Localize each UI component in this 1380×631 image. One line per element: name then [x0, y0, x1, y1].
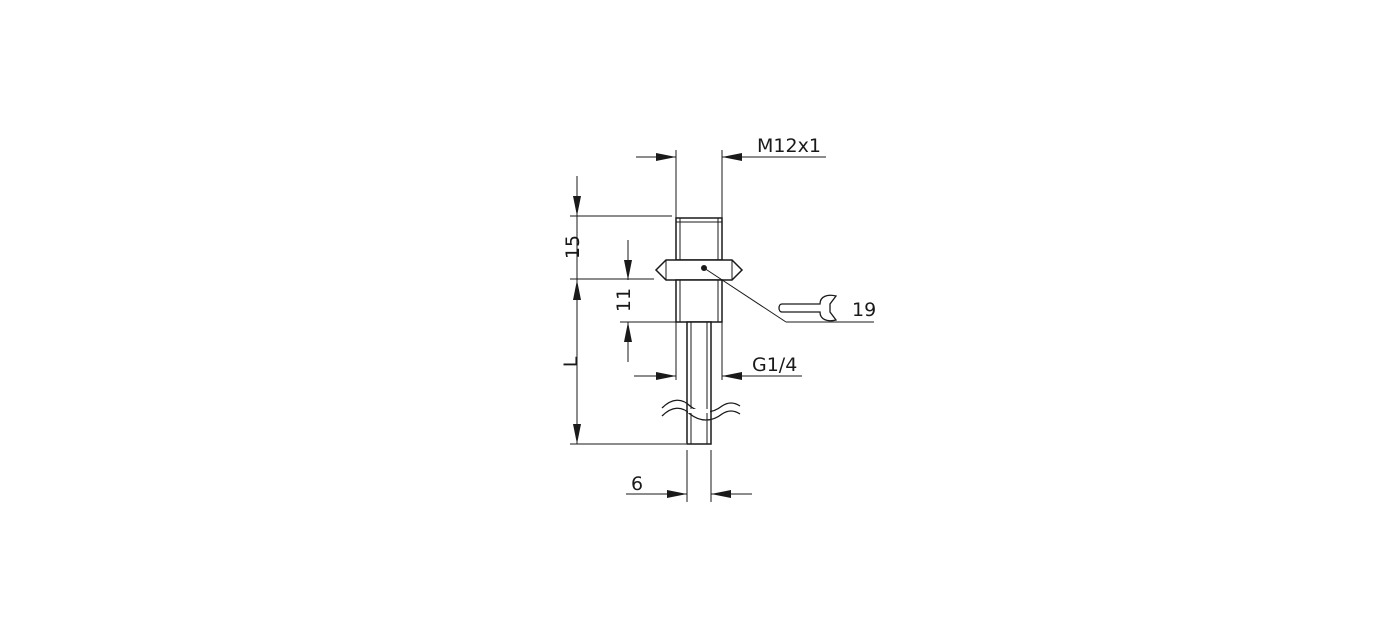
dim-probe-diameter: 6: [626, 450, 752, 502]
upper-thread-body: [675, 217, 723, 261]
probe-diameter-label: 6: [631, 473, 643, 495]
wrench-icon: [778, 294, 838, 322]
length-upper-label: 15: [562, 235, 584, 259]
sensor-body: [654, 217, 744, 445]
dim-length-upper: 15: [562, 176, 672, 280]
dim-length-probe: L: [560, 279, 686, 445]
wrench-size-label: 19: [852, 299, 876, 321]
dim-length-nut: 11: [613, 240, 676, 362]
thread-top-label: M12x1: [757, 135, 821, 157]
length-nut-label: 11: [613, 288, 635, 312]
dim-thread-bottom: G1/4: [634, 322, 802, 380]
hex-nut: [654, 259, 744, 281]
length-probe-label: L: [560, 356, 582, 367]
lower-thread-body: [675, 279, 723, 323]
wrench-callout: 19: [703, 267, 876, 323]
dim-thread-top: M12x1: [636, 135, 826, 218]
thread-bottom-label: G1/4: [752, 354, 797, 376]
